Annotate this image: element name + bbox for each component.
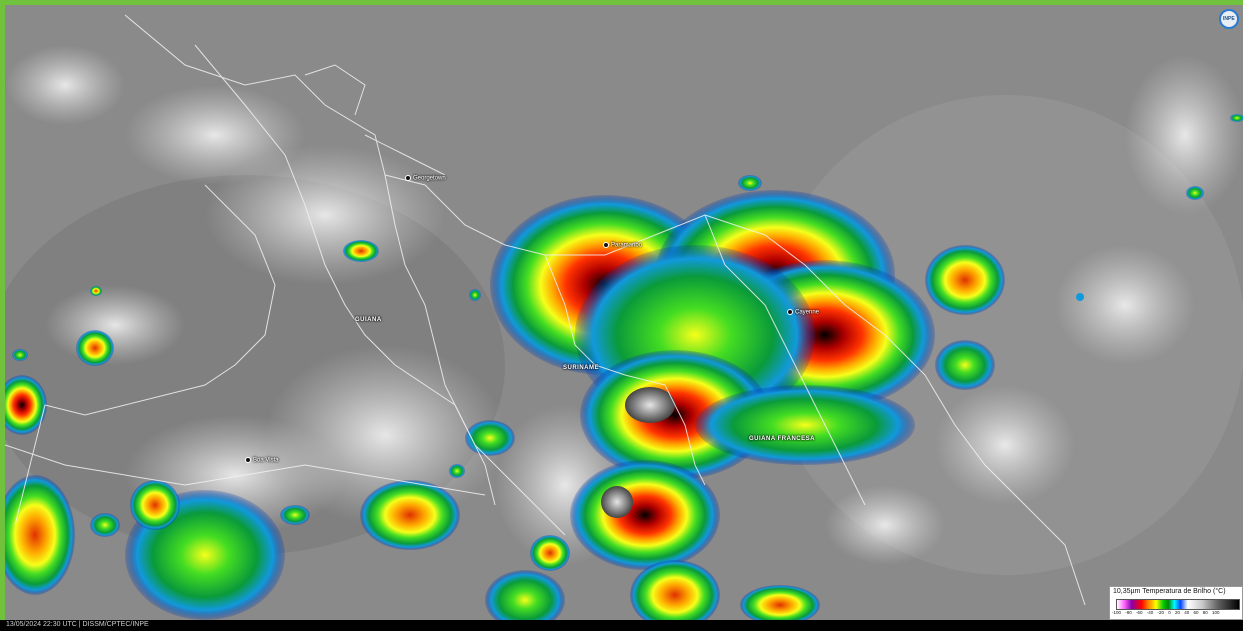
city-cayenne-label: Cayenne <box>795 309 820 316</box>
inpe-logo-icon: INPE <box>1219 9 1239 29</box>
city-marker-icon <box>787 309 793 315</box>
country-label-guiana-francesa: GUIANA FRANCESA <box>749 436 815 442</box>
satellite-map[interactable]: Georgetown Paramaribo Cayenne Boa Vista … <box>5 5 1243 620</box>
city-georgetown: Georgetown <box>405 175 446 182</box>
legend-title: 10,35µm Temperatura de Brilho (°C) <box>1113 588 1226 595</box>
temperature-legend: 10,35µm Temperatura de Brilho (°C) -100 … <box>1109 586 1243 620</box>
city-paramaribo-label: Paramaribo <box>611 242 643 249</box>
satellite-image <box>5 5 1243 620</box>
legend-ticks: -100 -80 -60 -40 -20 0 20 40 60 80 100 <box>1112 610 1220 615</box>
country-label-guiana: GUIANA <box>355 317 382 323</box>
city-georgetown-label: Georgetown <box>413 175 446 182</box>
city-marker-icon <box>405 175 411 181</box>
city-marker-icon <box>245 457 251 463</box>
footer-bar: 13/05/2024 22:30 UTC | DISSM/CPTEC/INPE <box>0 620 1243 631</box>
legend-color-bar <box>1116 599 1240 610</box>
city-boa-vista-label: Boa Vista <box>253 457 279 464</box>
footer-timestamp: 13/05/2024 22:30 UTC | DISSM/CPTEC/INPE <box>6 621 149 628</box>
city-paramaribo: Paramaribo <box>603 242 642 249</box>
city-marker-icon <box>603 242 609 248</box>
city-cayenne: Cayenne <box>787 309 819 316</box>
country-label-suriname: SURINAME <box>563 365 600 371</box>
city-boa-vista: Boa Vista <box>245 457 279 464</box>
